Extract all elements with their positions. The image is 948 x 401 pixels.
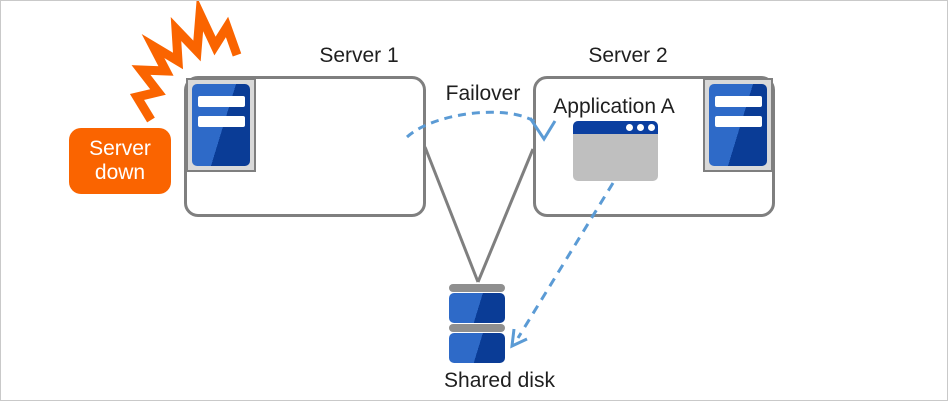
shared-disk-icon (449, 284, 505, 363)
server2-disk-connector-line (476, 148, 535, 283)
application-window-icon (573, 121, 658, 181)
window-dot-icon (626, 124, 633, 131)
server-drive-bar (198, 96, 245, 107)
server-tower-icon (192, 84, 250, 166)
application-label: Application A (553, 95, 675, 118)
badge-line: Server (89, 137, 151, 160)
server1-server-icon (186, 78, 256, 172)
server-tower-icon (709, 84, 767, 166)
disk-cap (449, 284, 505, 292)
server2-label: Server 2 (588, 44, 668, 67)
disk-unit (449, 293, 505, 323)
server-down-badge: Server down (69, 128, 171, 194)
app-to-disk-arrowhead-icon (510, 328, 528, 349)
server1-label: Server 1 (319, 44, 399, 67)
disk-cap (449, 324, 505, 332)
server-drive-bar (715, 96, 762, 107)
shared-disk-label: Shared disk (444, 369, 555, 392)
server2-server-icon (703, 78, 773, 172)
window-dot-icon (648, 124, 655, 131)
failover-arrow (405, 110, 539, 139)
badge-line: down (94, 161, 146, 184)
window-dot-icon (637, 124, 644, 131)
server-drive-bar (715, 116, 762, 127)
server-drive-bar (198, 116, 245, 127)
server1-disk-connector-line (423, 146, 480, 283)
failover-label: Failover (445, 82, 521, 105)
window-titlebar (573, 121, 658, 134)
disk-unit (449, 333, 505, 363)
